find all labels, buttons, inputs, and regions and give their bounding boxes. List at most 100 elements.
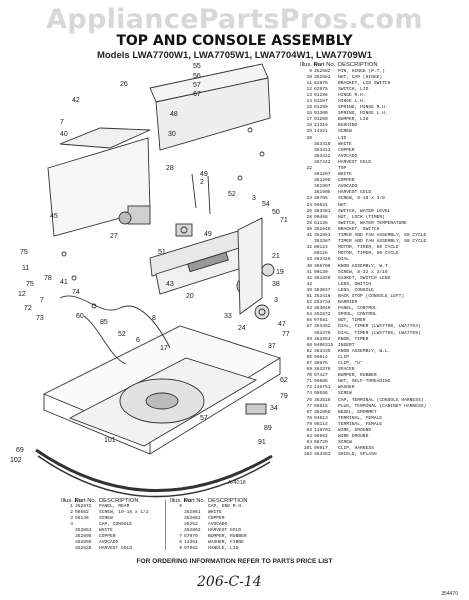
illus-no: 65 (306, 354, 312, 360)
description: PANEL, CONTROL (338, 306, 377, 312)
model-numbers: Models LWA7700W1, LWA7705W1, LWA7704W1, … (96, 50, 373, 61)
part-no: 91300 (314, 111, 328, 117)
callout: 57 (200, 415, 208, 422)
illus-no: 32 (306, 245, 312, 251)
callout: 41 (60, 279, 68, 286)
part-no: 38675 (314, 361, 328, 366)
callout: 73 (36, 315, 44, 322)
handwritten-code: 206-C-14 (197, 574, 262, 590)
callout: 69 (16, 447, 24, 454)
description: GASKET, SWITCH LENS (338, 275, 391, 281)
description: DIAL, TIMER (LWA7700, LWA7704) (338, 324, 421, 330)
illus-no: 52 (306, 300, 312, 306)
part-no: 91299 (314, 105, 328, 111)
description: SWITCH, WATER LEVEL (338, 208, 391, 214)
illus-no: 74 (306, 391, 312, 397)
part-no: 94613 (314, 415, 328, 421)
illus-no: 79 (306, 421, 312, 427)
part-no: 361297 (314, 172, 331, 178)
callout: 28 (166, 165, 174, 172)
part-no: 80124 (314, 245, 328, 251)
callout: 56 (193, 73, 201, 80)
part-no: 352648 (314, 226, 331, 232)
description: BACK STOP (CONSOLE LEFT) (338, 293, 405, 299)
part-no: 352682 (314, 68, 331, 74)
illus-no: 18 (306, 123, 312, 129)
part-no: 14351 (184, 540, 198, 545)
description: SPACER (338, 367, 355, 373)
description: TOP (338, 166, 347, 171)
callout: 74 (72, 289, 80, 296)
illus-no: 26 (306, 208, 312, 214)
callout: 27 (110, 233, 118, 240)
illus-no: 43 (306, 281, 312, 287)
description: WIRE, GROUND (338, 428, 372, 434)
ordering-note: FOR ORDERING INFORMATION REFER TO PARTS … (136, 558, 333, 565)
part-no: 98585 (314, 379, 328, 385)
illus-no: 101 (303, 446, 312, 452)
illus-no: 15 (306, 105, 312, 111)
description: DIAL (338, 257, 350, 263)
illus-no: 17 (306, 117, 312, 123)
knob-water-level (261, 263, 275, 277)
callout: 2 (200, 179, 204, 186)
callout: 52 (228, 191, 236, 198)
part-no: 98614 (314, 354, 328, 360)
callout: 37 (268, 343, 276, 350)
illus-no: 78 (306, 415, 312, 421)
description: NUT (338, 202, 347, 208)
callout: 45 (50, 213, 58, 220)
description: CAP, TERMINAL (CONSOLE HARNESS) (338, 397, 424, 403)
description: KNOB, TIMER (338, 336, 369, 342)
callout: 33 (224, 313, 232, 320)
description: BRACKET, LID SWITCH (338, 80, 391, 86)
illus-no: 70 (306, 373, 312, 379)
part-no: 383376 (314, 367, 331, 373)
callout: 75 (20, 249, 28, 256)
part-no: 383479 (314, 330, 331, 336)
description: PLUG, TERMINAL (CABINET HARNESS) (338, 403, 427, 409)
callout: 60 (76, 313, 84, 320)
description: SCREW (338, 440, 352, 446)
callout: 67 (193, 91, 201, 98)
illus-no: 6 (179, 504, 182, 509)
illus-no: 28 (306, 214, 312, 220)
callout: 42 (72, 97, 80, 104)
description: PIN, HINGE (P.T.) (338, 68, 385, 74)
wire-harness (59, 295, 171, 349)
description: AVOCADO (99, 540, 119, 545)
callout: 8 (152, 315, 156, 322)
part-no: 253734 (314, 300, 331, 306)
illus-no: 83 (306, 434, 312, 440)
part-no: 9400315 (314, 342, 334, 348)
part-no: 386796 (314, 263, 331, 269)
callout: 34 (270, 405, 278, 412)
callout: 40 (60, 131, 68, 138)
callout: 47 (278, 321, 286, 328)
description: KNOB ASSEMBLY, W.T. (338, 263, 391, 269)
exploded-parts-diagram: 55 56 57 67 26 48 30 28 49 2 42 7 40 45 … (10, 63, 290, 498)
part-no: 80125 (314, 251, 328, 257)
part-no: 352898 (75, 534, 92, 539)
callout: 17 (160, 345, 168, 352)
description: AVOCADO (338, 153, 358, 159)
